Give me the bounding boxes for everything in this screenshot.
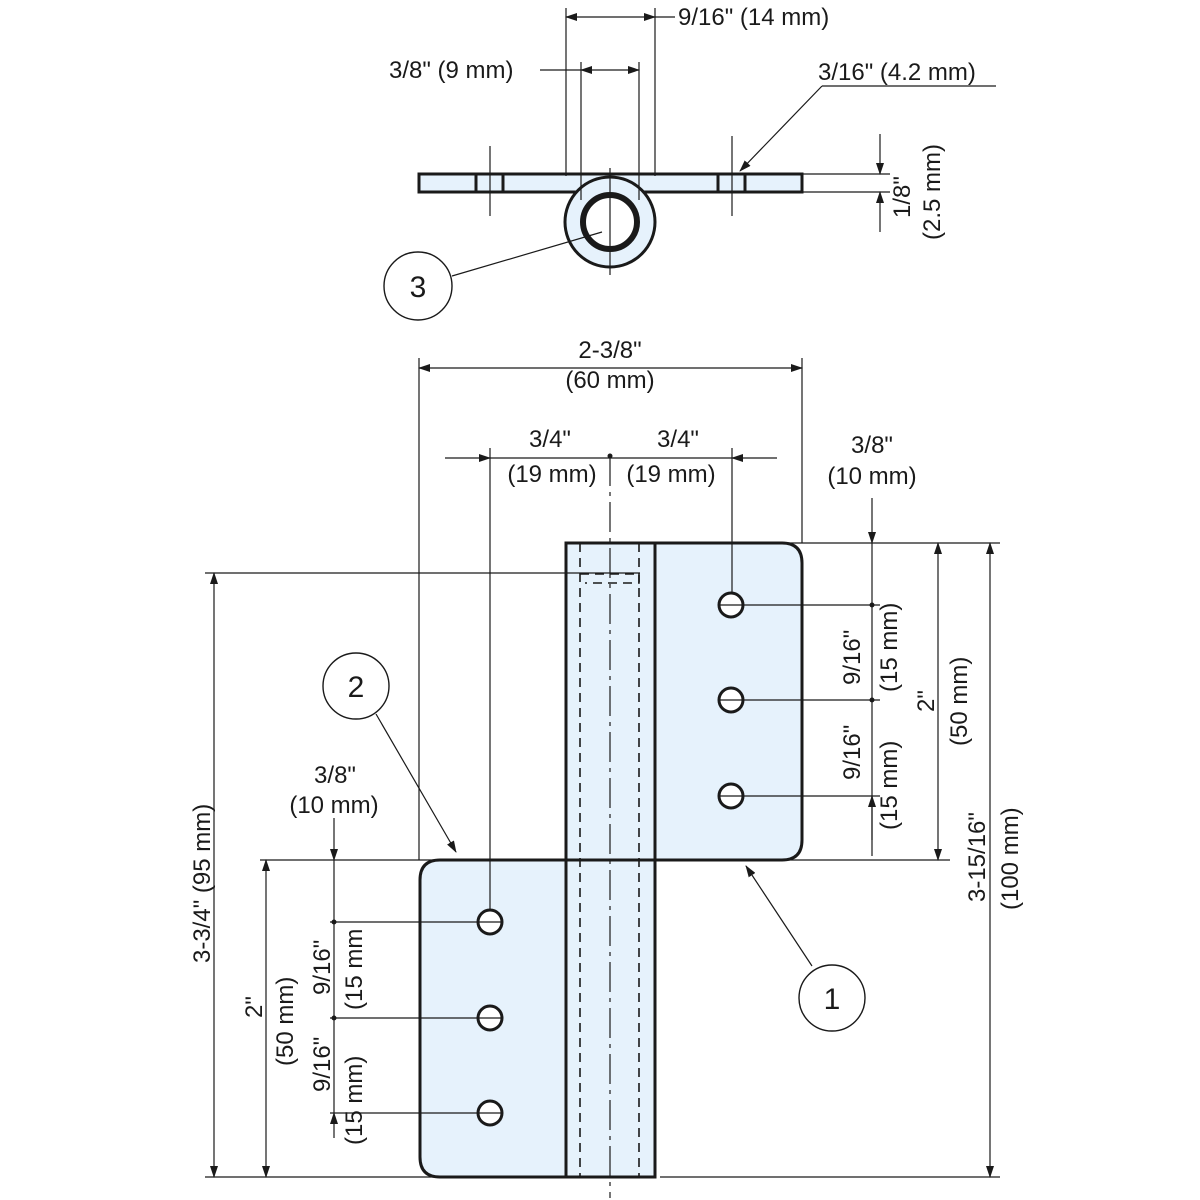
front-view: 2-3/8" (60 mm) 3/4" (19 mm) 3/4" (19 mm)… <box>189 337 1024 1198</box>
dim-lower-inset-in: 3/8" <box>314 762 356 789</box>
dim-dot <box>331 919 337 925</box>
dim-pin-label: 3/8" (9 mm) <box>389 57 514 84</box>
dim-right-pitch-2-mm: (15 mm) <box>876 741 903 830</box>
top-view: 9/16" (14 mm) 3/8" (9 mm) 3/16" (4.2 mm)… <box>383 4 996 321</box>
callout-2-number: 2 <box>348 671 365 704</box>
pin-head-hidden <box>580 573 640 584</box>
dim-top-inset-in: 3/8" <box>851 432 893 459</box>
dim-left-pitch-2-in: 9/16" <box>309 1037 336 1092</box>
dim-left-leaf-h-in: 2" <box>241 996 268 1018</box>
dim-overall-pin-label: 9/16" (14 mm) <box>678 4 829 31</box>
callout-1-leader <box>745 865 813 967</box>
callout-2-leader <box>375 713 457 853</box>
dim-width-mm: (60 mm) <box>565 367 654 394</box>
left-leaf-holes <box>476 908 504 1127</box>
dim-right-pitch-1-in: 9/16" <box>839 630 866 685</box>
dim-dot <box>331 1015 337 1021</box>
right-leaf-holes <box>717 591 745 810</box>
dim-right-pitch-2-in: 9/16" <box>839 725 866 780</box>
dim-width-in: 2-3/8" <box>578 337 641 364</box>
dim-left-offset-in: 3/4" <box>529 426 571 453</box>
dim-hole-label: 3/16" (4.2 mm) <box>818 59 976 86</box>
dim-dot <box>869 697 875 703</box>
dim-left-pitch-1-in: 9/16" <box>309 940 336 995</box>
callout-3 <box>383 251 453 321</box>
dim-left-offset-mm: (19 mm) <box>507 461 596 488</box>
dim-dot <box>869 602 875 608</box>
dim-thickness-in: 1/8" <box>889 176 916 218</box>
dim-right-leaf-h-in: 2" <box>913 690 940 712</box>
dim-right-offset-in: 3/4" <box>657 426 699 453</box>
callout-1-number: 1 <box>824 983 841 1016</box>
dim-thickness-mm: (2.5 mm) <box>919 144 946 240</box>
dim-total-h-in: 3-15/16" <box>964 812 991 902</box>
callout-2 <box>322 652 390 720</box>
right-leaf <box>564 541 804 862</box>
dim-total-h-mm: (100 mm) <box>997 807 1024 910</box>
dim-left-pitch-2-mm: (15 mm) <box>341 1056 368 1145</box>
dim-lower-inset-mm: (10 mm) <box>289 792 378 819</box>
dim-left-pitch-1-mm: (15 mm <box>341 929 368 1010</box>
callout-3-number: 3 <box>410 271 427 304</box>
dim-right-offset-mm: (19 mm) <box>626 461 715 488</box>
dim-left-total-label: 3-3/4" (95 mm) <box>189 804 216 963</box>
dim-top-inset-mm: (10 mm) <box>827 463 916 490</box>
callout-1 <box>798 964 866 1032</box>
leader-hole <box>739 85 823 172</box>
dim-right-leaf-h-mm: (50 mm) <box>946 657 973 746</box>
dim-left-leaf-h-mm: (50 mm) <box>272 977 299 1066</box>
center-dot <box>607 453 613 459</box>
callout-3-leader <box>451 231 603 277</box>
dim-right-pitch-1-mm: (15 mm) <box>876 603 903 692</box>
